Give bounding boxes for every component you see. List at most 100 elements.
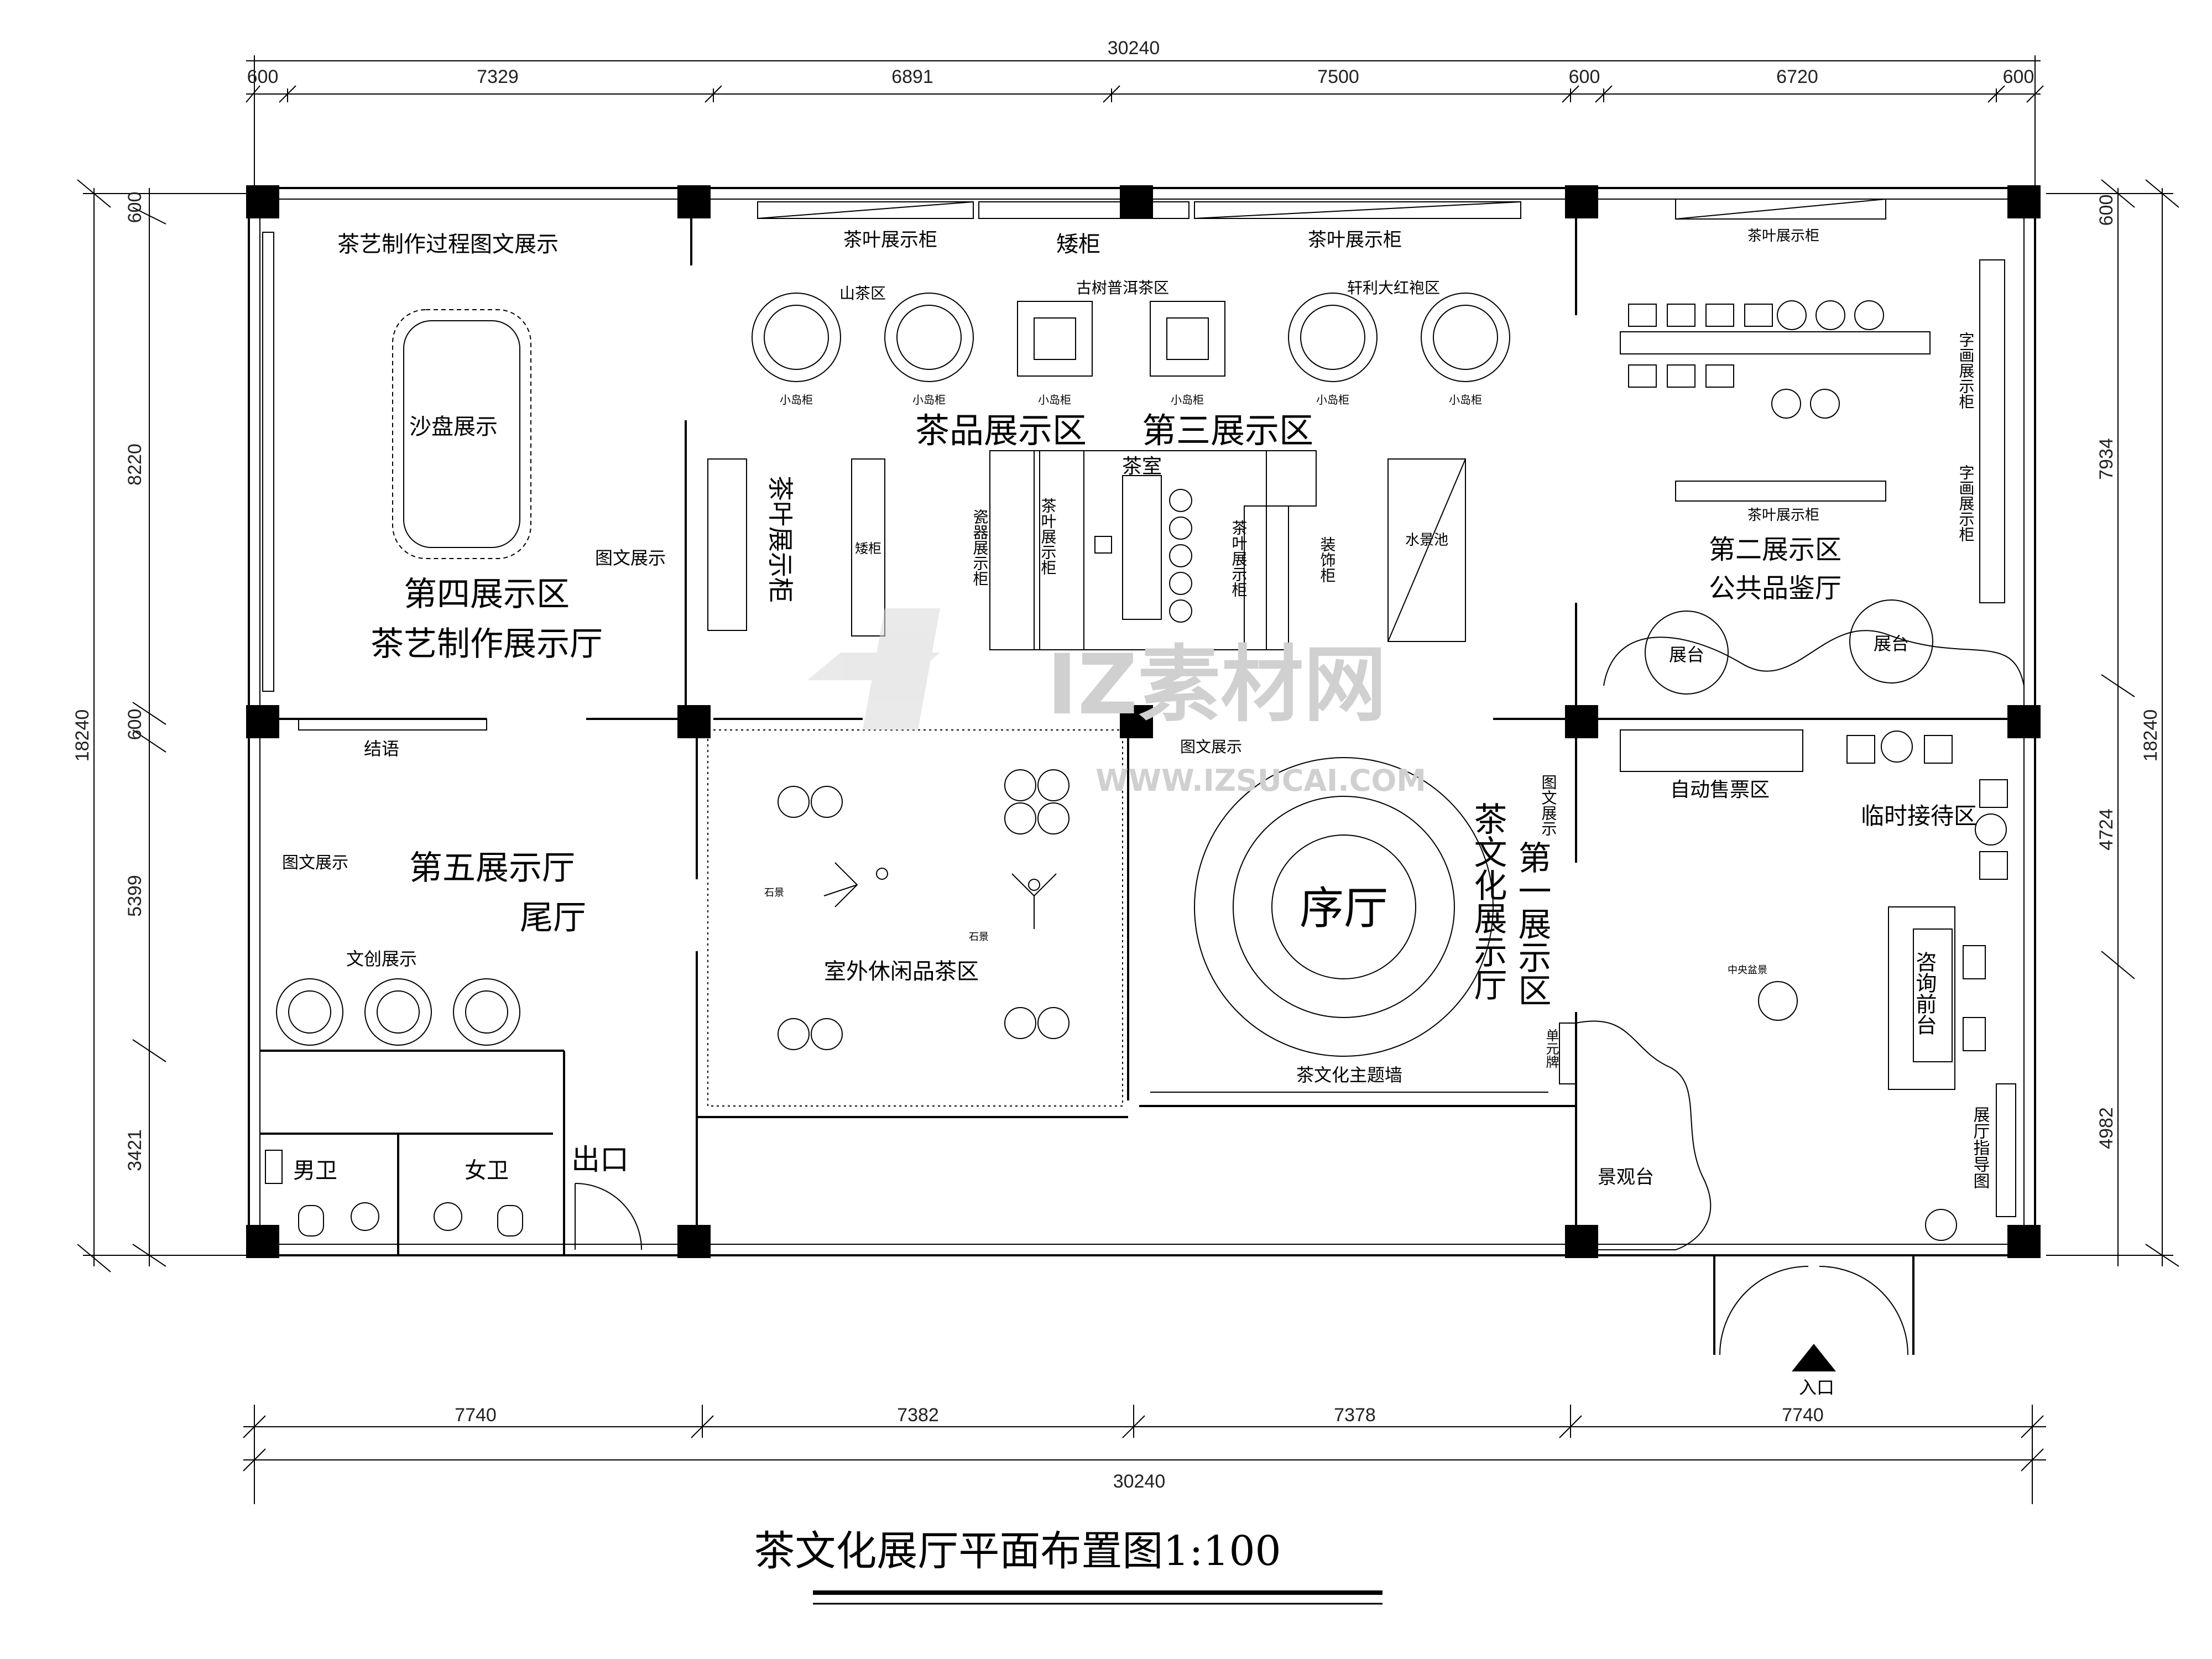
graphic-display-2-label: 图文展示: [1180, 738, 1242, 756]
dim-left-3: 600: [124, 709, 145, 740]
dim-right-2: 7934: [2096, 438, 2117, 480]
zone1-subtitle: 茶文化展示厅: [1468, 802, 1507, 1001]
exit-door[interactable]: [575, 1183, 642, 1250]
dim-right-4: 4982: [2096, 1107, 2117, 1149]
zone5-title: 第五展示厅: [409, 849, 575, 888]
tea-display-mid: [1675, 481, 1886, 502]
guide-map-label: 展厅指导图: [1970, 1106, 1990, 1189]
watermark-text: IZ素材网: [1047, 637, 1387, 733]
dim-top-total: 30240: [1108, 38, 1160, 59]
zone2-subtitle: 公共品鉴厅: [1709, 573, 1841, 604]
island-cabinets: [752, 293, 1510, 382]
conclusion-label: 结语: [364, 738, 399, 759]
stage-label-1: 展台: [1669, 644, 1704, 665]
dim-bottom-3: 7378: [1334, 1405, 1376, 1426]
dim-top-2: 7329: [477, 66, 519, 87]
drawing-title: 茶文化展厅平面布置图1:100: [754, 1527, 1281, 1575]
consult-desk-label: 咨询前台: [1912, 951, 1937, 1035]
process-display-label: 茶艺制作过程图文展示: [337, 232, 559, 257]
top-cabinets: [757, 199, 1886, 220]
island-cabinet-label-1: 小岛柜: [780, 393, 813, 406]
dim-top-3: 6891: [891, 66, 933, 87]
dim-top-6: 6720: [1776, 66, 1818, 87]
watermark: [807, 608, 940, 730]
ticket-area-label: 自动售票区: [1670, 779, 1770, 801]
reception-area-label: 临时接待区: [1861, 802, 1977, 830]
dim-bottom-4: 7740: [1782, 1405, 1824, 1426]
dim-top-5: 600: [1569, 66, 1600, 87]
dim-left-5: 3421: [124, 1129, 145, 1171]
dim-top-4: 7500: [1317, 66, 1359, 87]
rockery-label-1: 石景: [764, 887, 784, 899]
water-pool: [1387, 458, 1466, 642]
entrance-label: 入口: [1799, 1377, 1834, 1398]
right-dimension-lines: [2046, 179, 2179, 1267]
tea-cabinet-3-label: 茶叶展示柜: [1230, 520, 1248, 597]
island-cabinet-label-6: 小岛柜: [1449, 393, 1482, 406]
dim-left-4: 5399: [124, 875, 145, 917]
tea-cabinet-top-2-label: 茶叶展示柜: [1308, 229, 1402, 251]
womens-restroom-label: 女卫: [465, 1158, 509, 1183]
zone3-subtitle: 第三展示区: [1142, 410, 1313, 451]
entrance-plant: [1925, 1209, 1957, 1241]
zone4-title: 第四展示区: [404, 575, 570, 614]
island-cabinet-label-5: 小岛柜: [1316, 393, 1349, 406]
dim-right-total: 18240: [2140, 709, 2161, 762]
entrance-doors[interactable]: [1713, 1255, 1914, 1371]
tea-display-right-label: 茶叶展示柜: [1747, 228, 1819, 244]
vertical-tea-cabinet-label: 茶叶展示柜: [765, 476, 795, 603]
theme-wall-label: 茶文化主题墙: [1296, 1065, 1402, 1086]
tea-cabinet-2-label: 茶叶展示柜: [1039, 498, 1057, 575]
tea-cabinet-top-label: 茶叶展示柜: [843, 229, 937, 251]
reception-seating: [1846, 731, 2008, 880]
tea-room-label: 茶室: [1122, 455, 1162, 478]
dim-bottom-total: 30240: [1113, 1471, 1166, 1492]
dim-bottom-2: 7382: [897, 1405, 939, 1426]
calligraphy-cabinet-label-1: 字画展示柜: [1957, 332, 1975, 409]
dim-left-2: 8220: [124, 444, 145, 486]
calligraphy-cabinet-label-2: 字画展示柜: [1957, 465, 1975, 542]
center-plant: [1758, 981, 1798, 1021]
tasting-table: [1620, 300, 1931, 419]
dim-right-3: 4724: [2096, 808, 2117, 851]
zone1-title: 第一展示区: [1512, 841, 1551, 1006]
rockery-label-2: 石景: [969, 931, 989, 943]
vertical-tea-cabinet: [707, 458, 747, 631]
unit-sign: [1559, 1022, 1577, 1084]
calligraphy-cabinet: [1979, 259, 2005, 603]
guide-map: [1996, 1083, 2016, 1217]
outdoor-tea-area: [707, 729, 1123, 1107]
deco-cabinet-label: 装饰柜: [1318, 536, 1337, 583]
dim-bottom-1: 7740: [455, 1405, 497, 1426]
mountain-tea-label: 山茶区: [839, 284, 886, 302]
landscape-platform: [1575, 1020, 1712, 1250]
zone4-subtitle: 茶艺制作展示厅: [371, 625, 603, 664]
low-cabinet-small: [851, 458, 885, 637]
tea-display-mid-label: 茶叶展示柜: [1747, 507, 1819, 524]
low-cabinet-label: 矮柜: [1056, 232, 1100, 257]
island-cabinet-label-4: 小岛柜: [1171, 393, 1204, 406]
consult-desk: [1888, 906, 1986, 1090]
dim-right-1: 600: [2096, 195, 2117, 226]
dahongpao-label: 轩利大红袍区: [1347, 279, 1440, 297]
bottom-dimension-lines: [243, 1405, 2046, 1504]
graphic-display-4-label: 图文展示: [282, 853, 348, 873]
center-plant-label: 中央盆景: [1728, 964, 1767, 976]
stage-platforms: [1603, 599, 2025, 695]
water-pool-label: 水景池: [1405, 532, 1448, 549]
unit-sign-label: 单元牌: [1543, 1029, 1559, 1068]
zone3-title: 茶品展示区: [915, 410, 1087, 451]
island-cabinet-label-3: 小岛柜: [1038, 393, 1071, 406]
watermark-url: WWW.IZSUCAI.COM: [1095, 763, 1426, 798]
creative-display-stands: [276, 978, 520, 1046]
conclusion-wall: [298, 718, 487, 731]
graphic-display-3-vert-label: 图文展示: [1540, 774, 1558, 836]
top-dimension-lines: [246, 55, 2044, 188]
graphic-display-label: 图文展示: [595, 547, 666, 568]
landscape-platform-label: 景观台: [1598, 1166, 1654, 1188]
porcelain-cabinet-label: 瓷器展示柜: [971, 509, 989, 586]
zone2-title: 第二展示区: [1709, 534, 1841, 565]
low-cabinet-small-label: 矮柜: [855, 541, 881, 556]
tea-room: [989, 450, 1317, 650]
dim-top-7: 600: [2003, 66, 2034, 87]
